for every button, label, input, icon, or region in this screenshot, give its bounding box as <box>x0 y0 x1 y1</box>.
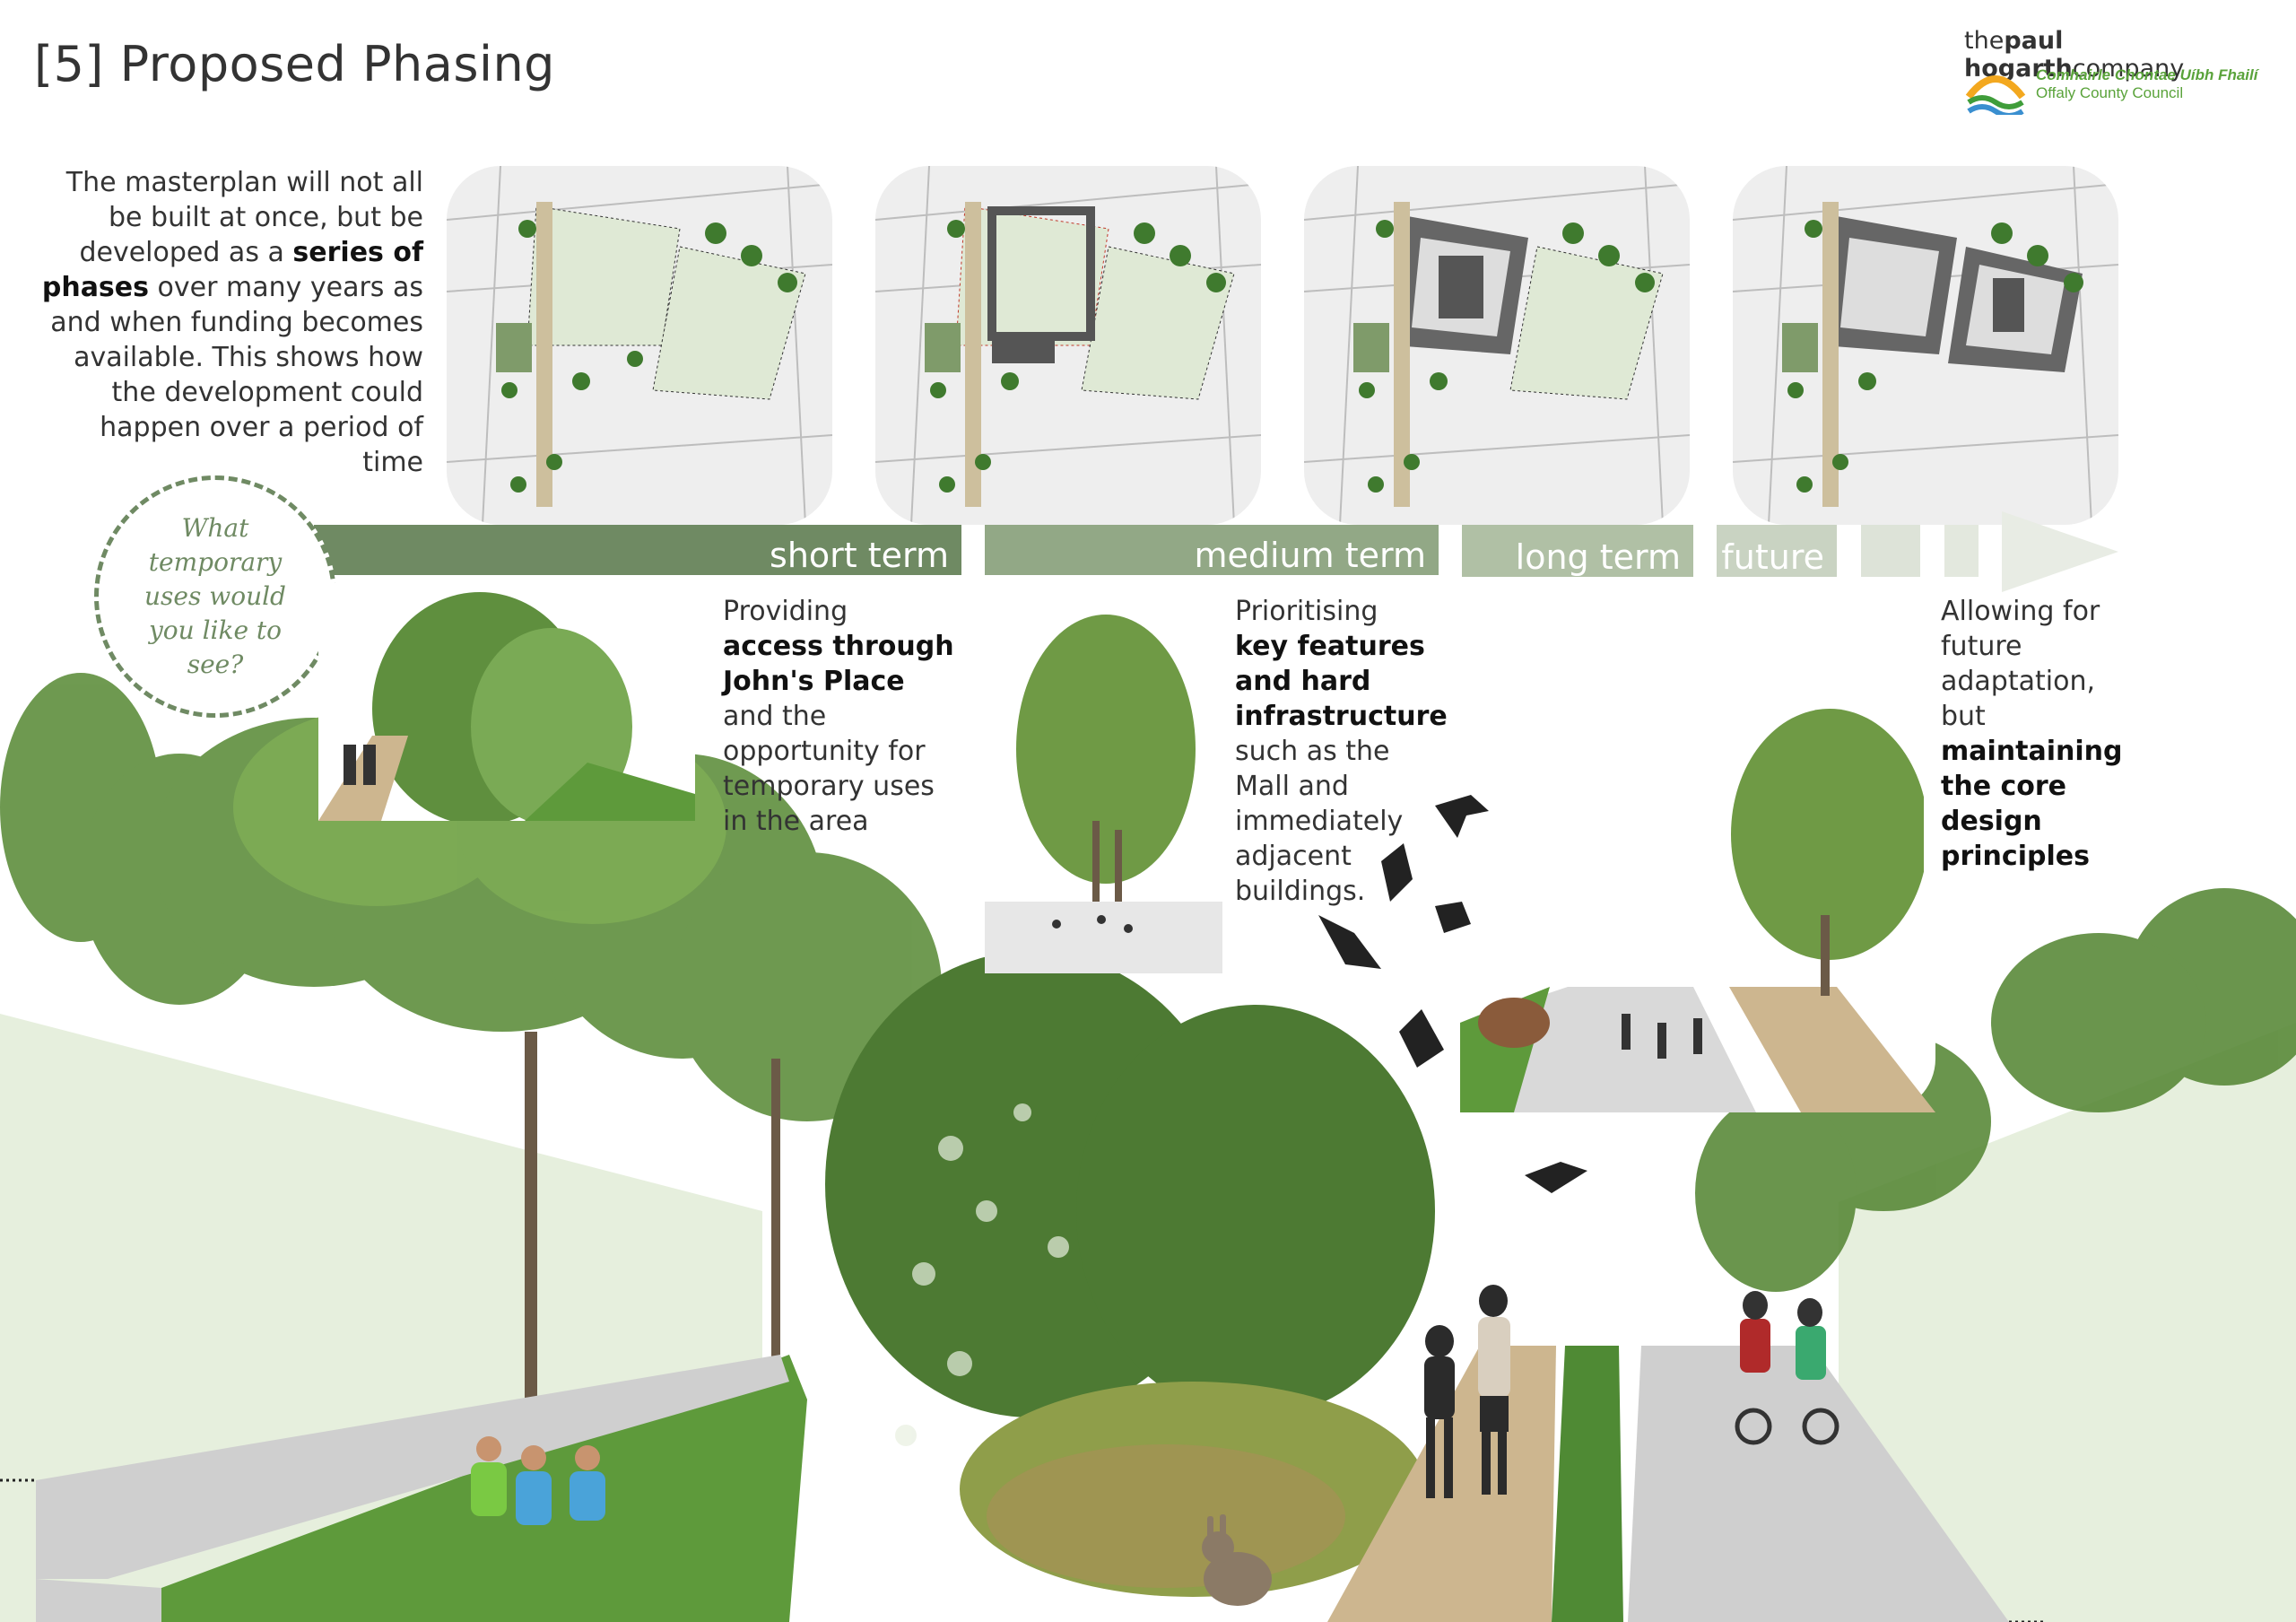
timeline-bar-long-term: long term <box>1462 525 1693 577</box>
company-name: thepaul hogarthcompany <box>1964 27 2260 83</box>
company-suffix: company <box>2072 55 2185 83</box>
short-term-text-1: Providing <box>723 596 848 627</box>
council-irish-name: Comhairle Chontae Uíbh Fhailí <box>2036 66 2258 83</box>
timeline-label-medium-term: medium term <box>1194 536 1426 575</box>
medium-term-text-1: Prioritising <box>1235 596 1378 627</box>
timeline-bar-future: future <box>1717 525 1837 577</box>
question-text: What temporary uses would you like to se… <box>144 513 286 679</box>
timeline-label-future: future <box>1721 537 1824 577</box>
phase-map-long-term <box>1304 166 1690 525</box>
short-term-description: Providing access through John's Place an… <box>723 594 956 839</box>
timeline-segment-faint-1 <box>1861 525 1920 577</box>
company-bold: paul hogarth <box>1964 27 2073 83</box>
future-photo-panel <box>1731 709 1924 996</box>
short-term-photo-panel <box>318 583 695 821</box>
intro-text-1: The masterplan will not all be built at … <box>65 167 423 268</box>
council-english-name: Offaly County Council <box>2036 84 2184 101</box>
short-term-text-2: and the opportunity for temporary uses i… <box>723 701 935 837</box>
temporary-uses-question-circle: What temporary uses would you like to se… <box>94 475 336 718</box>
long-term-photo-panel <box>1460 969 1935 1112</box>
council-emblem-icon <box>1965 75 2026 115</box>
medium-term-text-2: such as the Mall and immediately adjacen… <box>1235 736 1404 907</box>
company-logo: thepaul hogarthcompany Comhairle Chontae… <box>1964 27 2260 117</box>
phase-map-future <box>1733 166 2118 525</box>
timeline-bar-short-term: short term <box>314 525 961 575</box>
medium-term-photo-panel <box>985 597 1222 973</box>
intro-text-2: over many years as and when funding beco… <box>50 272 423 478</box>
timeline-arrow-icon <box>2002 511 2118 592</box>
phase-map-medium-term <box>875 166 1261 525</box>
timeline-label-short-term: short term <box>770 536 949 575</box>
medium-term-description: Prioritising key features and hard infra… <box>1235 594 1448 909</box>
future-text-bold: maintaining the core design principles <box>1941 736 2123 872</box>
short-term-text-bold: access through John's Place <box>723 631 954 697</box>
medium-term-text-bold: key features and hard infrastructure <box>1235 631 1448 732</box>
phase-map-short-term <box>447 166 832 525</box>
intro-text-bold: series of phases <box>41 237 423 303</box>
timeline-segment-faint-2 <box>1944 525 1979 577</box>
timeline-label-long-term: long term <box>1515 537 1681 577</box>
company-prefix: the <box>1964 27 2005 55</box>
intro-paragraph: The masterplan will not all be built at … <box>36 165 423 480</box>
future-description: Allowing for future adaptation, but main… <box>1941 594 2123 874</box>
future-text-1: Allowing for future adaptation, but <box>1941 596 2100 732</box>
council-logo: Comhairle Chontae Uíbh Fhailí Offaly Cou… <box>1964 63 2260 117</box>
page-title: [5] Proposed Phasing <box>34 36 555 92</box>
timeline-bar-medium-term: medium term <box>985 525 1439 575</box>
